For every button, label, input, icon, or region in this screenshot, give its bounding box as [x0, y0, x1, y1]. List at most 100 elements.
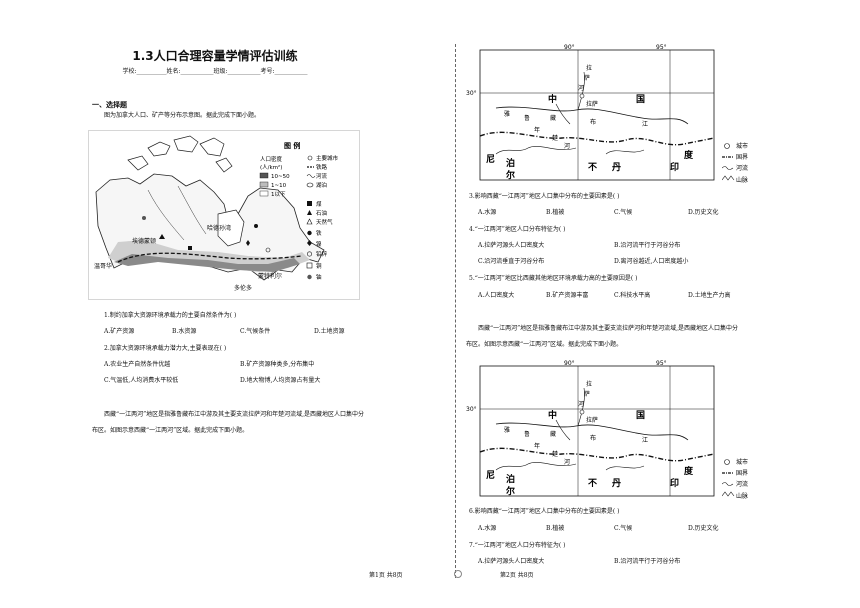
tibet-map-1: 90° 95° 30° 中 国 拉萨 雅 鲁 藏 布 江 年 楚 河 尼 泊 尔… [466, 44, 715, 181]
legend-range: 10~50 [271, 174, 290, 180]
oil-icon [159, 234, 165, 239]
map-label: 萨 [584, 74, 590, 82]
tibet-map-2: 90° 95° 30° 中 国 拉萨 雅 鲁 藏 布 江 年 楚 河 尼 泊 尔… [466, 360, 715, 497]
page-title: 1.3人口合理容量学情评估训练 [132, 49, 298, 63]
option[interactable]: B.沿河流平行于河谷分布 [614, 242, 681, 249]
map-label: 中 [548, 93, 557, 105]
legend-item: 河流 [736, 164, 748, 172]
map-label: 丹 [612, 162, 621, 173]
map-label: 年 [534, 442, 540, 450]
option[interactable]: C.气候条件 [240, 328, 271, 335]
tributary-rivers [555, 71, 585, 125]
map-label: 年 [534, 126, 540, 134]
railway-line [117, 252, 303, 263]
option[interactable]: D.历史文化 [688, 209, 719, 216]
map-label: 尔 [505, 485, 515, 497]
map-label: 不 [588, 162, 597, 173]
option[interactable]: A.农业生产自然条件优越 [104, 361, 171, 368]
option[interactable]: D.历史文化 [688, 525, 719, 532]
iron-icon [307, 230, 312, 236]
hudson-bay [217, 209, 245, 247]
mountain-icon [722, 491, 735, 497]
legend-item: 城市 [736, 142, 748, 150]
legend-item: 山脉 [736, 492, 748, 500]
option[interactable]: B.矿产资源丰富 [546, 292, 589, 299]
map-label: 中 [548, 409, 557, 421]
option[interactable]: B.矿产资源种类多,分布集中 [240, 361, 315, 368]
binding-ring-icon [454, 570, 462, 578]
question-stem: 7.“一江两河”地区人口分布特征为( ) [469, 542, 566, 549]
option[interactable]: C.沿河流垂直于河谷分布 [478, 258, 545, 265]
option[interactable]: A.水源 [478, 525, 497, 532]
map-label: 楚 [552, 134, 558, 142]
option[interactable]: C.气温低,人均消费水平较低 [104, 377, 179, 384]
place-label: 温哥华 [94, 262, 112, 270]
legend-title: 图 例 [284, 141, 300, 150]
option[interactable]: B.植被 [546, 525, 565, 532]
mountain-icon [722, 175, 735, 181]
page-number-left: 第1页 共8页 [369, 572, 403, 579]
legend-items: 主要城市 铁路 河流 湖泊 煤 石油 天然气 铁 镍 铅锌 铜 铀 [306, 154, 339, 281]
legend-item: 湖泊 [316, 181, 327, 189]
place-label: 埃德蒙顿 [132, 237, 156, 245]
density-band-high [114, 254, 300, 272]
river-icon [722, 482, 734, 486]
river-icon [722, 166, 734, 170]
option[interactable]: A.矿产资源 [104, 328, 135, 335]
place-label: 多伦多 [234, 284, 252, 292]
legend-item: 铁 [316, 229, 322, 237]
mountain-ridges [495, 462, 645, 471]
legend-item: 国界 [736, 154, 748, 161]
question-stem: 5.“一江两河”地区比西藏其他地区环境承载力高的主要原因是( ) [469, 275, 638, 282]
city-icon [724, 459, 730, 465]
uranium-icon [142, 216, 146, 220]
option[interactable]: A.拉萨河源头人口密度大 [478, 242, 545, 249]
legend-item: 铁路 [316, 163, 328, 171]
legend-item: 煤 [316, 200, 322, 208]
option[interactable]: C.科技水平高 [614, 292, 651, 299]
question-stem: 4.“一江两河”地区人口分布特征为( ) [469, 226, 566, 233]
city-label: 拉萨 [586, 100, 598, 108]
legend-item: 天然气 [316, 218, 333, 226]
option[interactable]: D.离河谷越近,人口密度越小 [614, 258, 689, 265]
city-label: 拉萨 [586, 416, 598, 424]
map-label: 江 [642, 121, 648, 128]
place-label: 蒙特利尔 [258, 272, 282, 280]
map-label: 尼 [486, 470, 495, 481]
option[interactable]: D.地大物博,人均资源占有量大 [240, 377, 321, 384]
map-label: 河 [564, 142, 570, 150]
city-icon [579, 409, 585, 415]
option[interactable]: B.沿河流平行于河谷分布 [614, 558, 681, 565]
intro-text: 图为加拿大人口、矿产等分布示意图。据此完成下面小题。 [104, 112, 261, 119]
gas-icon [306, 218, 313, 225]
lake-icon [306, 182, 314, 188]
option[interactable]: D.土地生产力高 [688, 292, 731, 299]
option[interactable]: C.气候 [614, 209, 633, 216]
legend-item: 镍 [316, 240, 322, 248]
map-label: 印 [670, 161, 679, 173]
option[interactable]: B.水资源 [172, 328, 197, 335]
option[interactable]: A.拉萨河源头人口密度大 [478, 558, 545, 565]
legend-density-unit: (人/km²) [260, 164, 282, 171]
option[interactable]: A.人口密度大 [478, 292, 515, 299]
map-label: 雅 [504, 110, 510, 118]
longitude-label: 95° [656, 360, 667, 367]
option[interactable]: B.植被 [546, 209, 565, 216]
map-label: 不 [588, 478, 597, 489]
city-icon [579, 93, 585, 99]
uranium-icon [307, 274, 312, 280]
river-lines [147, 185, 207, 241]
map-label: 泊 [506, 157, 515, 169]
place-label: 哈德孙湾 [207, 224, 231, 232]
legend-item: 山脉 [736, 176, 748, 184]
option[interactable]: A.水源 [478, 209, 497, 216]
option[interactable]: C.气候 [614, 525, 633, 532]
tibet-legend-2: 城市 国界 河流 山脉 [722, 458, 748, 500]
river-icon [306, 174, 316, 178]
map-label: 藏 [550, 430, 556, 438]
legend-item: 国界 [736, 470, 748, 477]
question-stem: 2.加拿大资源环境承载力潜力大,主要表现在( ) [104, 345, 227, 352]
option[interactable]: D.土地资源 [314, 328, 345, 335]
question-stem: 1.制约加拿大资源环境承载力的主要自然条件为( ) [104, 312, 237, 319]
map-label: 国 [636, 410, 645, 421]
